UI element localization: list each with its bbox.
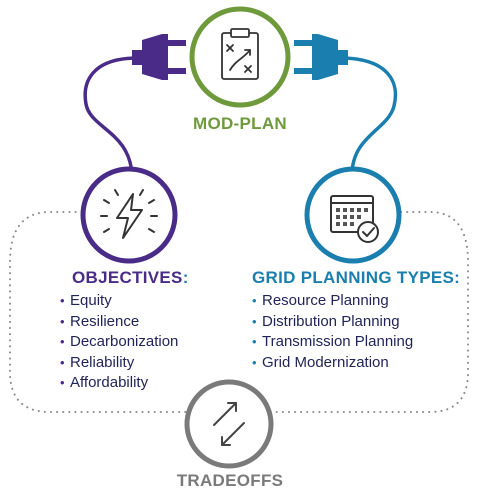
list-item: •Grid Modernization bbox=[252, 353, 389, 371]
list-item: •Reliability bbox=[60, 353, 135, 371]
objectives-title-suffix: : bbox=[182, 268, 189, 287]
objectives-title-text: OBJECTIVES bbox=[72, 268, 183, 287]
list-item: •Transmission Planning bbox=[252, 333, 414, 350]
mod-plan-label: MOD-PLAN bbox=[193, 114, 287, 133]
blue-plug bbox=[294, 34, 348, 80]
list-item: •Distribution Planning bbox=[252, 312, 400, 330]
purple-plug bbox=[132, 34, 186, 80]
planning-type-label: Grid Modernization bbox=[262, 353, 389, 371]
tradeoffs-label: TRADEOFFS bbox=[176, 471, 284, 490]
calendar-check-icon bbox=[330, 195, 379, 243]
list-item: •Resilience bbox=[60, 312, 140, 330]
purple-cord bbox=[83, 56, 139, 176]
grid-planning-title-text: GRID PLANNING TYPES bbox=[252, 268, 455, 287]
grid-planning-title: GRID PLANNING TYPES: bbox=[252, 268, 460, 288]
objective-label: Decarbonization bbox=[70, 333, 179, 350]
planning-type-label: Resource Planning bbox=[262, 292, 389, 309]
blue-cord bbox=[339, 56, 398, 176]
lightning-bolt-icon bbox=[100, 189, 158, 239]
clipboard-strategy-icon bbox=[221, 28, 259, 80]
objective-label: Equity bbox=[70, 292, 112, 309]
objectives-list: •Equity •Resilience •Decarbonization •Re… bbox=[60, 291, 178, 394]
objectives-circle bbox=[80, 166, 178, 264]
swap-arrows-icon bbox=[213, 402, 245, 446]
objective-label: Affordability bbox=[70, 374, 149, 391]
grid-planning-list: •Resource Planning •Distribution Plannin… bbox=[252, 291, 413, 373]
objectives-title: OBJECTIVES: bbox=[72, 268, 189, 288]
dotted-loop bbox=[9, 211, 469, 413]
tradeoffs-circle bbox=[184, 379, 274, 469]
list-item: •Affordability bbox=[60, 374, 149, 391]
objective-label: Reliability bbox=[70, 353, 135, 371]
list-item: •Equity bbox=[60, 292, 112, 309]
planning-type-label: Transmission Planning bbox=[262, 333, 414, 350]
mod-plan-circle bbox=[189, 6, 291, 108]
objective-label: Resilience bbox=[70, 312, 140, 330]
grid-planning-title-suffix: : bbox=[454, 268, 461, 287]
list-item: •Decarbonization bbox=[60, 333, 179, 350]
list-item: •Resource Planning bbox=[252, 292, 389, 309]
planning-type-label: Distribution Planning bbox=[262, 312, 400, 330]
